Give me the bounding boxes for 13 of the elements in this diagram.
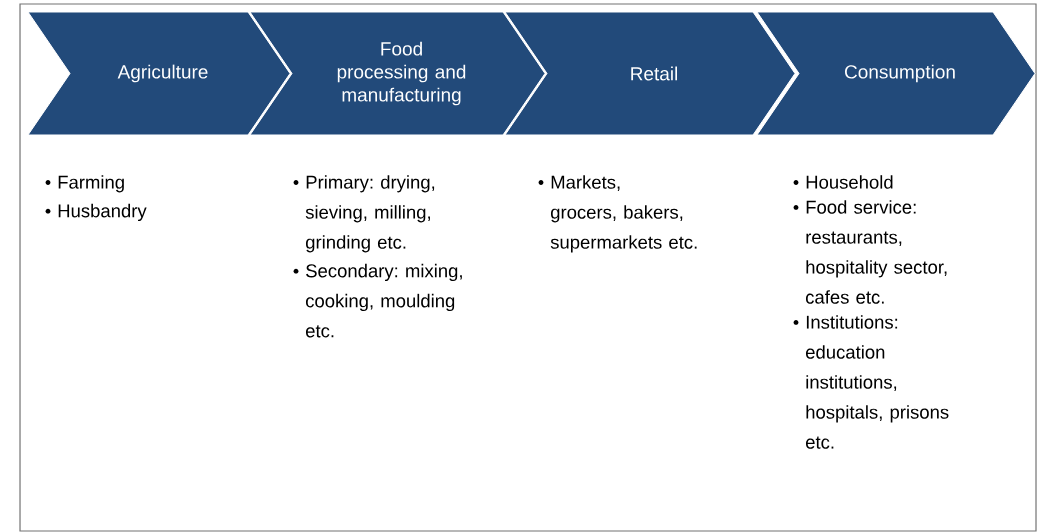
node-label: Consumption (844, 64, 955, 83)
bullet-item: Markets, grocers, bakers, supermarkets etc. (550, 175, 697, 253)
bullet-item: Household (806, 175, 893, 189)
bullet-item: Husbandry (58, 203, 147, 222)
chevron-step: Food processing and manufacturing (249, 11, 546, 136)
bullet-item: Primary: drying, sieving, milling, grinding etc. (305, 175, 435, 253)
bullet-item: Secondary: mixing, cooking, moulding etc. (306, 263, 462, 338)
bullet-item: Food service: restaurants, hospitality sector, cafes etc. (806, 200, 947, 304)
chevron-step: Consumption (756, 11, 1036, 136)
bullet-item: Institutions: education institutions, hospitals, prisons etc. (806, 315, 949, 449)
chevron-step: Agriculture (27, 11, 291, 136)
chevron-step: Retail (504, 11, 796, 136)
bullet-item: Farming (58, 175, 124, 193)
